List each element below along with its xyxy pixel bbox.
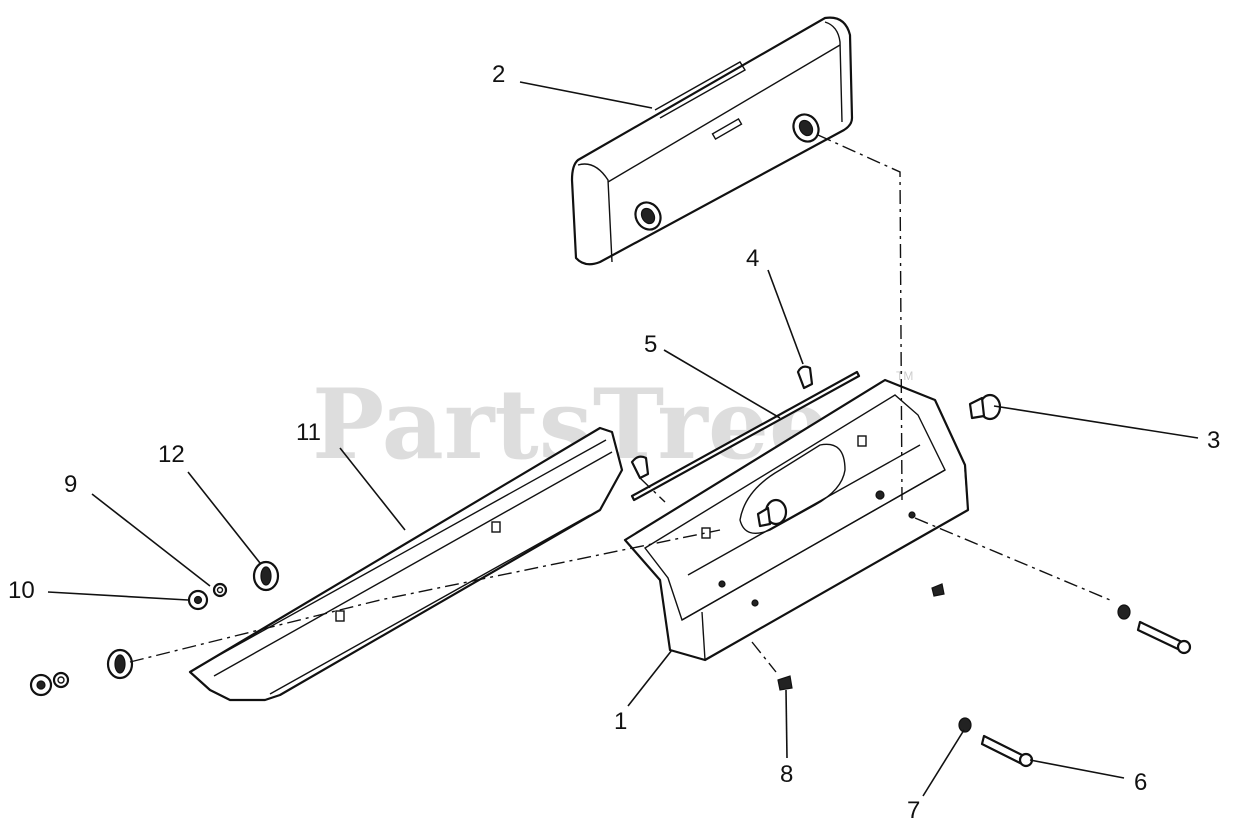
part-6-bolt[interactable]	[1136, 620, 1192, 655]
alignment-line-right	[914, 517, 1111, 601]
leader-lines	[47, 81, 1199, 797]
watermark-trademark: TM	[896, 369, 913, 383]
part-6b-bolt[interactable]	[980, 734, 1034, 768]
callout-9: 9	[64, 471, 77, 498]
part-3-bolt[interactable]	[968, 393, 1002, 421]
part-8b-nut[interactable]	[931, 583, 945, 597]
callout-10: 10	[8, 577, 35, 604]
part-3b-bolt[interactable]	[756, 498, 788, 528]
part-12b-bushing[interactable]	[106, 648, 134, 680]
callout-3: 3	[1207, 427, 1220, 454]
part-9-washer[interactable]	[212, 582, 228, 598]
callout-7: 7	[907, 797, 920, 824]
part-10-washer[interactable]	[187, 589, 209, 611]
part-10b-washer[interactable]	[29, 673, 53, 697]
callout-12: 12	[158, 441, 185, 468]
callout-2: 2	[492, 61, 505, 88]
part-7b-washer[interactable]	[1117, 604, 1131, 620]
part-7-washer[interactable]	[958, 717, 972, 733]
callout-5: 5	[644, 331, 657, 358]
callout-6: 6	[1134, 769, 1147, 796]
part-12-bushing[interactable]	[252, 560, 280, 592]
part-2-cover[interactable]	[570, 16, 854, 266]
part-9b-washer[interactable]	[52, 671, 70, 689]
part-4b-screw[interactable]	[630, 455, 650, 480]
alignment-line-screw	[639, 477, 666, 503]
part-8-nut[interactable]	[777, 675, 793, 691]
part-11-rail[interactable]	[188, 426, 624, 702]
callout-1: 1	[614, 708, 627, 735]
part-5-strip[interactable]	[630, 370, 861, 502]
alignment-line-left	[129, 529, 721, 663]
part-4-screw[interactable]	[796, 365, 814, 390]
callout-8: 8	[780, 761, 793, 788]
callout-11: 11	[296, 419, 321, 446]
alignment-line-cover	[817, 134, 903, 501]
callout-4: 4	[746, 245, 759, 272]
alignment-line-nut	[751, 641, 777, 673]
